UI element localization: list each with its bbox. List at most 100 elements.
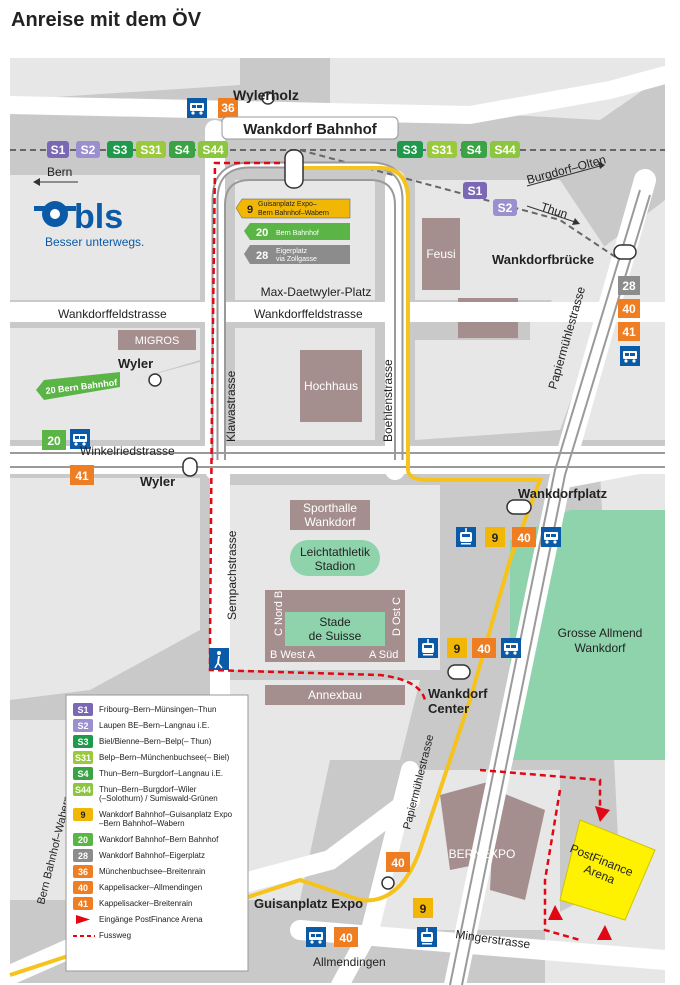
leichtathletik-stadion [290, 540, 380, 576]
legend-row: S1 Fribourg–Bern–Münsingen–Thun [73, 703, 216, 716]
label-wankdorffeldstrasse-east: Wankdorffeldstrasse [254, 307, 363, 321]
legend-row: S2 Laupen BE–Bern–Langnau i.E. [73, 719, 209, 732]
badge-s1: S1 [51, 143, 66, 157]
legend-row: Fussweg [73, 931, 131, 940]
label-sempachstrasse: Sempachstrasse [225, 530, 239, 620]
badge-40-papiermuehle: 40 [391, 856, 405, 870]
tram-icon-wankdorfplatz [455, 526, 477, 548]
legend-badge [73, 783, 93, 796]
legend-badge [73, 808, 93, 821]
legend-badge-label: 9 [80, 810, 85, 820]
label-winkelriedstrasse: Winkelriedstrasse [80, 444, 175, 458]
label-annexbau: Annexbau [308, 688, 362, 702]
badge-28: 28 [622, 279, 636, 293]
legend-text: Wankdorf Bahnhof–Bern Bahnhof [99, 835, 219, 844]
tram-icon-center [417, 637, 439, 659]
legend-badge [73, 849, 93, 862]
label-allmend-1: Grosse Allmend [558, 626, 643, 640]
badge-s44-east: S44 [494, 143, 516, 157]
badge-41-wyler: 41 [75, 469, 89, 483]
label-sporthalle-2: Wankdorf [305, 515, 357, 529]
legend-text: Kappelisacker–Breitenrain [99, 899, 192, 908]
legend-text: Kappelisacker–Allmendingen [99, 883, 202, 892]
tram-icon-guisanplatz [416, 926, 438, 948]
legend-badge-label: 36 [78, 867, 88, 877]
label-b-west-a: B West A [270, 649, 316, 661]
badge-s3-east: S3 [403, 143, 418, 157]
legend-text: Biel/Bienne–Bern–Belp(– Thun) [99, 737, 212, 746]
label-a-sued: A Süd [369, 649, 398, 661]
badge-s31-east: S31 [431, 143, 453, 157]
label-wankdorf-center-1: Wankdorf [428, 686, 488, 701]
legend-badge [73, 751, 93, 764]
label-allmendingen: Allmendingen [313, 955, 386, 969]
legend-badge-label: 40 [78, 883, 88, 893]
legend-badge [73, 719, 93, 732]
legend-text: Thun–Bern–Burgdorf–Wiler [99, 785, 197, 794]
direction-signs [235, 198, 351, 264]
badge-9-guisanplatz: 9 [420, 902, 427, 916]
dir-sign-28-text1: Eigerplatz [276, 248, 308, 255]
bus-icon-wankdorfbruecke [620, 346, 640, 366]
bus-icon-wylerholz [187, 98, 207, 118]
legend-badge-label: 20 [78, 835, 88, 845]
badge-s4-east: S4 [467, 143, 482, 157]
legend-text: Fussweg [99, 931, 131, 940]
legend-badge [73, 881, 93, 894]
dir-sign-9-line: 9 [247, 204, 253, 216]
legend-badge [73, 735, 93, 748]
label-wankdorf-bahnhof: Wankdorf Bahnhof [243, 121, 378, 138]
label-leichtathletik-2: Stadion [315, 559, 356, 573]
dir-sign-9-text2: Bern Bahnhof–Wabern [258, 210, 329, 217]
legend-badge [73, 703, 93, 716]
legend-badge [73, 897, 93, 910]
badge-s1-thun: S1 [468, 184, 483, 198]
legend-badge-label: S2 [77, 721, 88, 731]
bls-logo [34, 201, 76, 227]
bls-slogan: Besser unterwegs. [45, 235, 144, 249]
bus-icon-wankdorfplatz [541, 527, 561, 547]
legend-text: Münchenbuchsee–Breitenrain [99, 867, 205, 876]
label-migros: MIGROS [135, 335, 180, 347]
legend-badge-label: S4 [77, 769, 88, 779]
legend-entrance-arrow [76, 915, 90, 924]
bern-direction-arrow [33, 161, 605, 225]
legend-text: Fribourg–Bern–Münsingen–Thun [99, 705, 216, 714]
dir-sign-9-text1: Guisanplatz Expo– [258, 201, 317, 208]
badge-40-guisanplatz: 40 [339, 931, 353, 945]
legend [65, 694, 249, 972]
label-wankdorffeldstrasse-west: Wankdorffeldstrasse [58, 307, 167, 321]
label-boehlenstrasse: Boehlenstrasse [381, 359, 395, 442]
badge-40-center: 40 [477, 642, 491, 656]
dir-sign-20-line: 20 [256, 227, 268, 239]
stop-markers [148, 91, 637, 890]
badge-40-wankdorfplatz: 40 [517, 531, 531, 545]
legend-badge-label: S1 [77, 705, 88, 715]
railway-lines [10, 149, 665, 261]
badge-41-bruecke: 41 [622, 325, 636, 339]
legend-badge-label: S31 [75, 753, 91, 763]
legend-badge [73, 865, 93, 878]
badge-s44: S44 [202, 143, 224, 157]
stade-de-suisse-pitch [285, 612, 385, 646]
legend-text: Wankdorf Bahnhof–Guisanplatz Expo [99, 810, 233, 819]
arena-entrance-arrows [548, 806, 612, 940]
wankdorf-bahnhof-label-box [221, 116, 399, 140]
badge-20: 20 [47, 434, 61, 448]
page-title: Anreise mit dem ÖV [11, 9, 202, 31]
label-bern: Bern [47, 165, 72, 179]
legend-text: Laupen BE–Bern–Langnau i.E. [99, 721, 209, 730]
label-hochhaus: Hochhaus [304, 379, 358, 393]
badge-s2-thun: S2 [498, 201, 513, 215]
badge-9-wankdorfplatz: 9 [492, 531, 499, 545]
legend-row: 20 Wankdorf Bahnhof–Bern Bahnhof [73, 833, 219, 846]
pedestrian-icon [209, 648, 229, 670]
label-wylerholz: Wylerholz [233, 87, 299, 103]
dir-sign-20-text: Bern Bahnhof [276, 230, 319, 237]
